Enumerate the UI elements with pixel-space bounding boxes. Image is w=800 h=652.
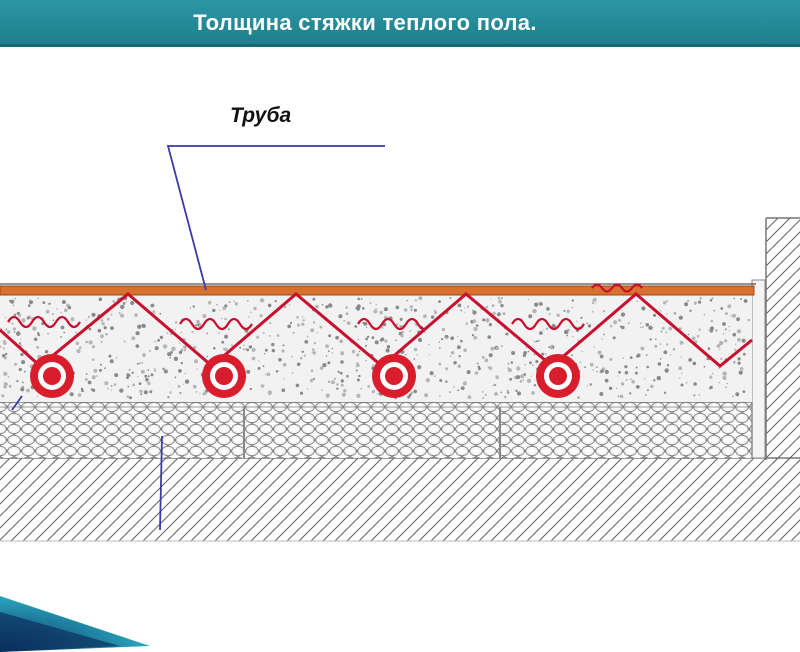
screed-aggregate	[0, 296, 751, 400]
title-bar: Толщина стяжки теплого пола.	[0, 0, 800, 47]
insulation-leader-line	[159, 435, 163, 531]
insulation-layer	[0, 401, 753, 458]
pipe-leader-line	[166, 145, 385, 291]
ground-slab	[0, 458, 800, 541]
pipe-section-icon	[30, 354, 580, 398]
floor-heating-layer	[0, 285, 755, 296]
right-wall	[766, 218, 800, 463]
slide-corner-stripe	[0, 612, 120, 652]
edge-damper-strip	[751, 279, 766, 459]
mesh-wave-group	[7, 283, 643, 331]
slide-title: Толщина стяжки теплого пола.	[193, 10, 537, 35]
left-leader-line	[11, 395, 23, 411]
pipe-label: Труба	[230, 104, 292, 127]
